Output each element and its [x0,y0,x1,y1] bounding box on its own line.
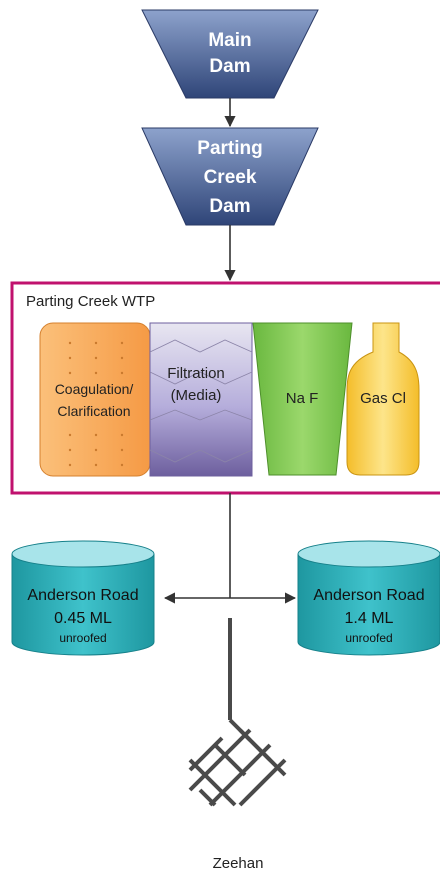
coagulation-dots [68,341,124,467]
wtp-box: Parting Creek WTP Coagulation/ Clarifica… [10,281,440,495]
distribution-lines [163,493,297,720]
reservoir-right-note: unroofed [345,631,392,645]
parting-dam-label-line2: Creek [204,167,257,188]
filtration-label-line2: (Media) [171,387,222,404]
coagulation-label-line2: Clarification [57,403,130,419]
filtration-label-line1: Filtration [167,365,225,382]
reservoir-left: Anderson Road 0.45 ML unroofed [11,540,155,656]
wtp-title: Parting Creek WTP [26,293,155,310]
reservoir-right-capacity: 1.4 ML [345,610,394,627]
reservoir-left-note: unroofed [59,631,106,645]
network-label: Zeehan [213,855,264,872]
parting-creek-dam: Parting Creek Dam [141,127,319,226]
main-dam-label-line1: Main [208,30,251,51]
coagulation-label-line1: Coagulation/ [55,381,134,397]
reservoir-right: Anderson Road 1.4 ML unroofed [297,540,440,656]
gas-cl-bottle: Gas Cl [346,322,420,476]
reservoir-left-capacity: 0.45 ML [54,610,112,627]
network-icon [188,718,287,807]
parting-dam-label-line1: Parting [197,138,262,159]
gas-cl-label: Gas Cl [360,390,406,407]
filtration-tank: Filtration (Media) [149,322,253,477]
parting-dam-label-line3: Dam [209,196,250,217]
main-dam-label-line2: Dam [209,56,250,77]
naf-label: Na F [286,390,319,407]
reservoir-right-name: Anderson Road [313,587,424,604]
main-dam: Main Dam [141,9,319,99]
naf-dosing: Na F [252,322,353,476]
coagulation-tank: Coagulation/ Clarification [39,322,151,477]
reservoir-left-name: Anderson Road [27,587,138,604]
